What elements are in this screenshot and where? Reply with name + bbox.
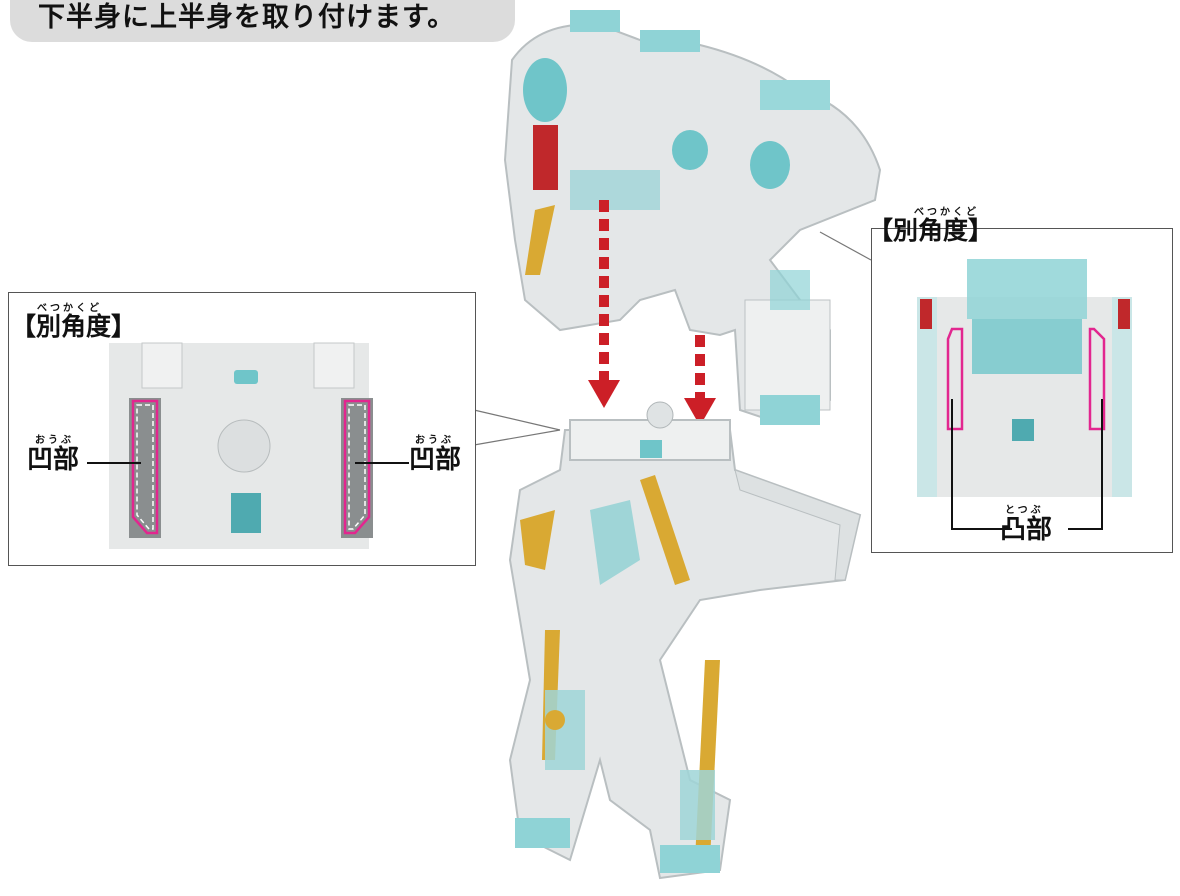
callout-line-left-2 (473, 429, 561, 446)
heading-ruby-right: べつかくど (914, 207, 979, 218)
recess-outline-left (131, 399, 159, 535)
alternate-angle-heading-right: 【別角度】 (868, 216, 994, 245)
instruction-banner: 下半身に上半身を取り付けます。 (10, 0, 515, 42)
recess-label-left: 凹部 (27, 445, 80, 475)
alternate-angle-heading-left: 【別角度】 (11, 312, 137, 341)
protrusion-outline-left (946, 327, 964, 431)
left-inset-image (87, 342, 409, 549)
down-arrow-head-2 (684, 398, 716, 426)
lower-body (508, 401, 862, 880)
callout-line-left (473, 409, 561, 431)
recess-ruby-right: おうぶ (415, 435, 454, 446)
down-arrow-head-1 (588, 380, 620, 408)
protrusion-ruby: とつぶ (1005, 505, 1044, 516)
right-inset-image (917, 259, 1132, 530)
protrusion-label: 凸部 (1000, 515, 1053, 545)
right-angle-inset: べつかくど 【別角度】 とつぶ 凸部 (868, 207, 1173, 553)
recess-label-right: 凹部 (409, 445, 462, 475)
left-angle-inset: べつかくど 【別角度】 おうぶ 凹部 おうぶ 凹部 (8, 292, 476, 566)
callout-line-right (819, 231, 872, 261)
recess-outline-right (343, 399, 371, 535)
upper-body (503, 10, 882, 425)
heading-ruby-left: べつかくど (37, 303, 102, 314)
instruction-text: 下半身に上半身を取り付けます。 (38, 2, 456, 33)
recess-ruby-left: おうぶ (35, 435, 74, 446)
protrusion-outline-right (1088, 327, 1106, 431)
